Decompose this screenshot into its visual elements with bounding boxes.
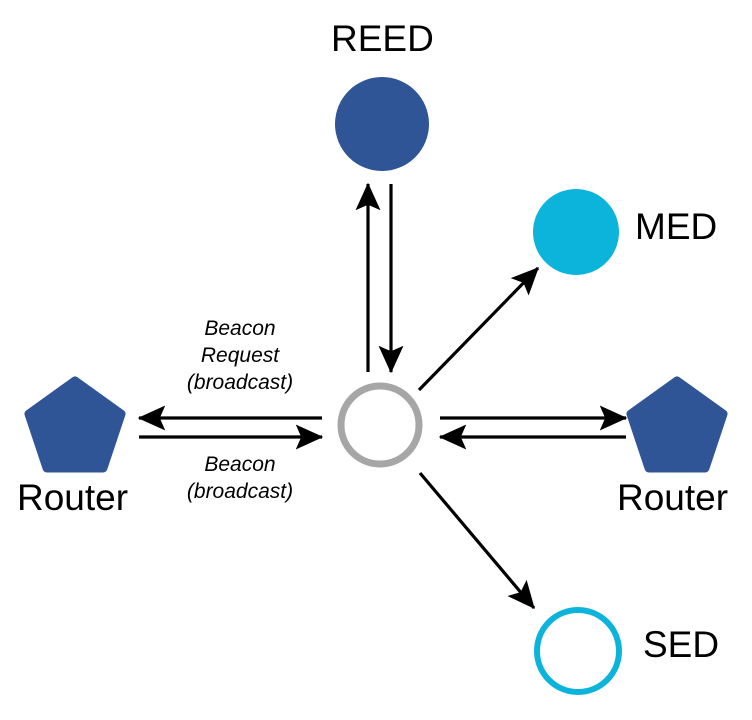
edge-group [137,182,628,610]
edge-center-to-sed [418,471,536,610]
node-center[interactable] [337,382,423,468]
node-label-sed: SED [643,624,720,665]
edge-label-beacon-request: Beacon Request (broadcast) [186,317,294,394]
node-label-router-left: Router [17,477,129,518]
node-label-reed: REED [331,18,434,59]
edge-center-to-med [417,266,540,392]
edge-label-beacon: Beacon (broadcast) [186,453,294,503]
node-reed[interactable] [335,77,429,171]
node-sed[interactable] [534,607,622,695]
node-router-right[interactable] [626,376,728,473]
node-label-med: MED [635,206,718,247]
node-router-left[interactable] [24,376,126,473]
node-label-router-right: Router [617,477,729,518]
node-group [24,77,728,695]
node-med[interactable] [533,189,619,275]
